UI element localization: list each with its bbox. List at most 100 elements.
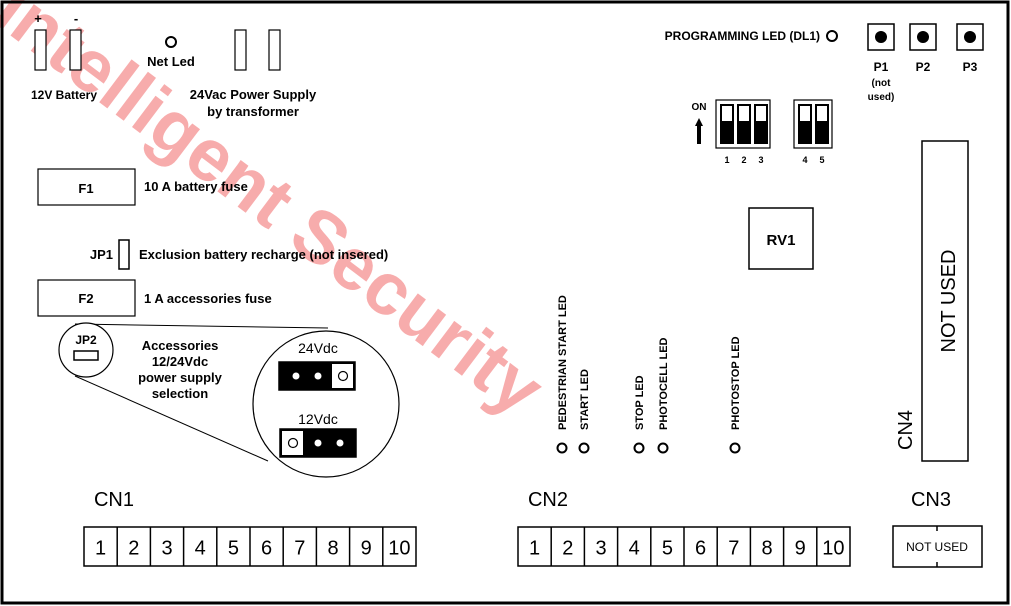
cn1-label: CN1 bbox=[94, 489, 134, 511]
fuse-f2-desc: 1 A accessories fuse bbox=[144, 291, 272, 306]
jp2-circle bbox=[58, 322, 114, 378]
led-label-photostop: PHOTOSTOP LED bbox=[730, 336, 742, 430]
dip-switch-2-slot bbox=[739, 106, 749, 121]
button-p1-note2: used) bbox=[868, 92, 895, 103]
cn2-terminal-1: 1 bbox=[529, 538, 540, 560]
button-p1-label: P1 bbox=[874, 60, 889, 74]
net-led-label: Net Led bbox=[147, 54, 195, 69]
dip-switch-3-slot bbox=[756, 106, 766, 121]
led-stop bbox=[633, 442, 645, 454]
dip-on-label: ON bbox=[692, 102, 707, 113]
fuse-f2-tag: F2 bbox=[78, 291, 93, 306]
button-p2-label: P2 bbox=[916, 60, 931, 74]
jumper-12vdc-pin3 bbox=[336, 439, 344, 447]
ac-terminal-1 bbox=[234, 29, 247, 71]
jumper-jp2 bbox=[73, 350, 99, 361]
cn2-terminal-10: 10 bbox=[822, 538, 844, 560]
button-p3-label: P3 bbox=[963, 60, 978, 74]
cn3-panel-text: NOT USED bbox=[906, 540, 968, 554]
fuse-f2 bbox=[37, 279, 136, 317]
jumper-12vdc-pin2 bbox=[314, 439, 322, 447]
jp1-desc: Exclusion battery recharge (not insered) bbox=[139, 247, 388, 262]
dip-on-arrow-shaft bbox=[697, 126, 701, 144]
jumper-24vdc-pin3 bbox=[337, 370, 349, 382]
cn4-label: CN4 bbox=[895, 410, 917, 450]
fuse-f1 bbox=[37, 168, 136, 206]
button-p2-cap bbox=[917, 31, 929, 43]
jumper-jp1 bbox=[118, 239, 130, 270]
cn4-panel-text: NOT USED bbox=[938, 250, 960, 353]
cn3-label: CN3 bbox=[911, 489, 951, 511]
cn2-label: CN2 bbox=[528, 489, 568, 511]
led-photostop bbox=[729, 442, 741, 454]
cn1-terminal-5: 5 bbox=[228, 538, 239, 560]
led-pedestrian-start bbox=[556, 442, 568, 454]
dip-label-2: 2 bbox=[741, 155, 746, 165]
jp2-tag: JP2 bbox=[75, 333, 97, 347]
programming-led-label: PROGRAMMING LED (DL1) bbox=[665, 29, 820, 43]
cn1-terminal-10: 10 bbox=[388, 538, 410, 560]
button-p1-cap bbox=[875, 31, 887, 43]
led-photocell bbox=[657, 442, 669, 454]
cn1-terminal-1: 1 bbox=[95, 538, 106, 560]
dip-label-4: 4 bbox=[802, 155, 807, 165]
jumper-24vdc-pin1 bbox=[292, 372, 300, 380]
led-label-pedestrian-start: PEDESTRIAN START LED bbox=[557, 295, 569, 430]
jp2-desc-line2: 12/24Vdc bbox=[152, 354, 208, 369]
jumper-12vdc-label: 12Vdc bbox=[298, 411, 338, 427]
jp1-tag: JP1 bbox=[90, 247, 113, 262]
jp2-desc-line4: selection bbox=[152, 386, 208, 401]
jumper-12vdc-pin1 bbox=[287, 437, 299, 449]
dip-label-5: 5 bbox=[819, 155, 824, 165]
cn2-terminal-4: 4 bbox=[629, 538, 640, 560]
led-label-start: START LED bbox=[579, 369, 591, 430]
cn2-terminal-7: 7 bbox=[728, 538, 739, 560]
battery-label: 12V Battery bbox=[31, 88, 97, 102]
battery-plus-terminal bbox=[34, 29, 47, 71]
cn1-terminal-9: 9 bbox=[361, 538, 372, 560]
magnifier-line-bottom bbox=[74, 375, 269, 462]
dip-switch-4-slot bbox=[800, 106, 810, 121]
jp2-desc-line3: power supply bbox=[138, 370, 223, 385]
dip-switch-1-slot bbox=[722, 106, 732, 121]
jp2-desc-line1: Accessories bbox=[142, 338, 219, 353]
button-p1-note1: (not bbox=[872, 78, 892, 89]
power-supply-line1: 24Vac Power Supply bbox=[190, 87, 317, 102]
cn2-terminal-8: 8 bbox=[761, 538, 772, 560]
dip-label-3: 3 bbox=[758, 155, 763, 165]
ac-terminal-2 bbox=[268, 29, 281, 71]
cn1-terminal-7: 7 bbox=[294, 538, 305, 560]
cn2-terminal-9: 9 bbox=[795, 538, 806, 560]
cn2-terminal-3: 3 bbox=[595, 538, 606, 560]
fuse-f1-tag: F1 bbox=[78, 181, 93, 196]
battery-plus-label: + bbox=[34, 11, 42, 26]
fuse-f1-desc: 10 A battery fuse bbox=[144, 179, 248, 194]
cn1-terminal-6: 6 bbox=[261, 538, 272, 560]
led-start bbox=[578, 442, 590, 454]
button-p3-cap bbox=[964, 31, 976, 43]
jumper-24vdc-label: 24Vdc bbox=[298, 340, 338, 356]
led-label-stop: STOP LED bbox=[634, 375, 646, 430]
programming-led bbox=[826, 30, 838, 42]
cn2-terminal-2: 2 bbox=[562, 538, 573, 560]
cn1-terminal-3: 3 bbox=[161, 538, 172, 560]
cn4-panel bbox=[921, 140, 969, 462]
dip-label-1: 1 bbox=[724, 155, 729, 165]
led-label-photocell: PHOTOCELL LED bbox=[658, 337, 670, 430]
cn1-terminal-2: 2 bbox=[128, 538, 139, 560]
net-led bbox=[165, 36, 177, 48]
trimmer-rv1 bbox=[748, 207, 814, 270]
battery-minus-terminal bbox=[69, 29, 82, 71]
cn1-terminal-4: 4 bbox=[195, 538, 206, 560]
cn2-terminal-5: 5 bbox=[662, 538, 673, 560]
dip-on-arrow-icon bbox=[695, 118, 703, 126]
jumper-24vdc-pin2 bbox=[314, 372, 322, 380]
power-supply-line2: by transformer bbox=[207, 104, 299, 119]
cn1-terminal-8: 8 bbox=[327, 538, 338, 560]
cn2-terminal-6: 6 bbox=[695, 538, 706, 560]
dip-switch-5-slot bbox=[817, 106, 827, 121]
magnifier-line-top bbox=[74, 323, 329, 329]
